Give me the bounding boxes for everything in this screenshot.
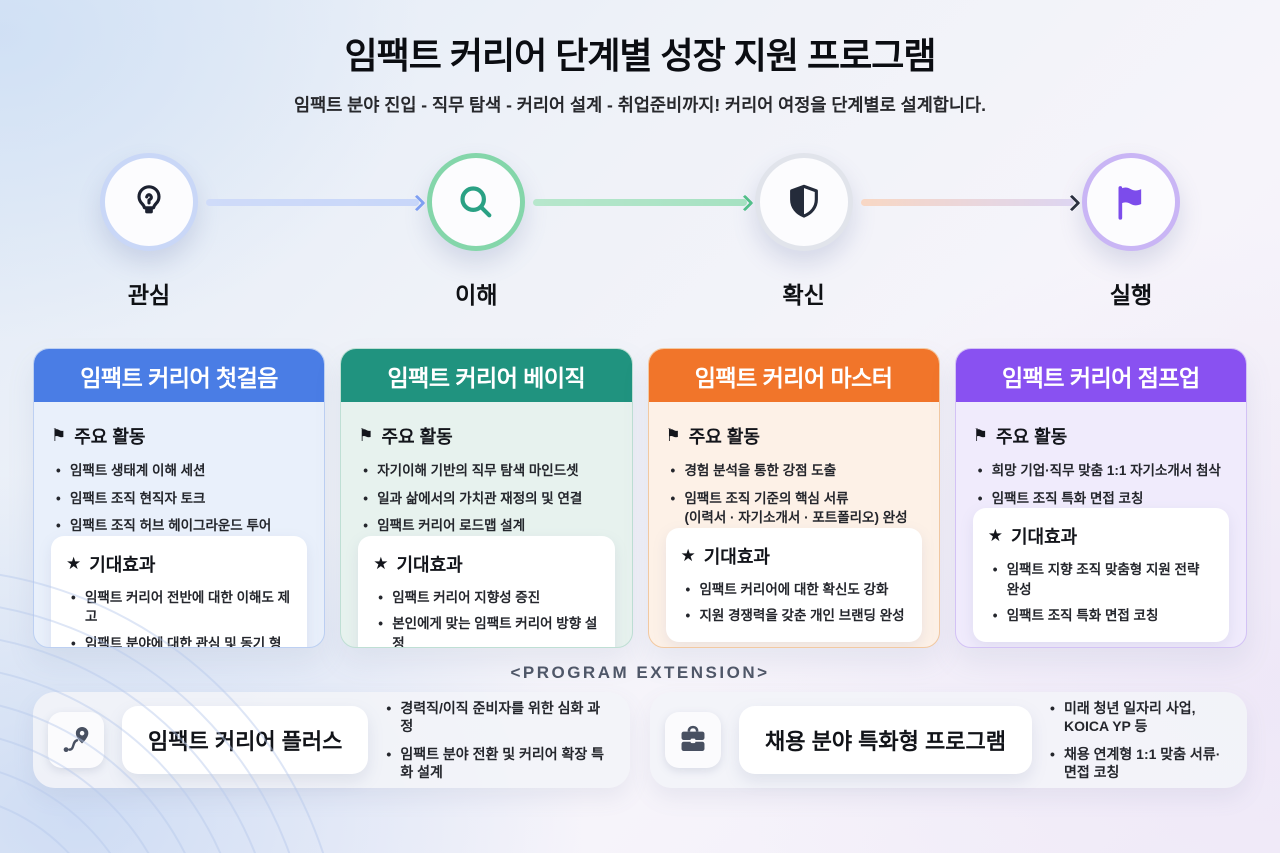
activities-title: ⚑ 주요 활동	[665, 426, 761, 447]
list-item: 임팩트 지향 조직 맞춤형 지원 전략 완성	[988, 560, 1214, 599]
extension-heading: <PROGRAM EXTENSION>	[510, 663, 770, 682]
list-item: 임팩트 커리어에 대한 확신도 강화	[681, 580, 907, 600]
connector-arrow-2	[533, 194, 754, 211]
activities-list: 경험 분석을 통한 강점 도출 임팩트 조직 기준의 핵심 서류 (이력서 · …	[666, 461, 922, 528]
star-icon: ★	[680, 545, 696, 565]
flag-icon: ⚑	[358, 426, 374, 445]
card-first-step-title: 임팩트 커리어 첫걸음	[34, 349, 325, 402]
list-item: 임팩트 생태계 이해 세션	[51, 461, 307, 481]
list-item: 본인에게 맞는 임팩트 커리어 방향 설정	[373, 614, 599, 647]
step-interest: 관심	[100, 153, 198, 310]
magnifier-icon	[455, 181, 497, 223]
list-item: 임팩트 커리어 지향성 증진	[373, 588, 599, 608]
program-cards: 임팩트 커리어 첫걸음 ⚑ 주요 활동 임팩트 생태계 이해 세션 임팩트 조직…	[33, 348, 1247, 648]
step-understanding-circle	[427, 153, 526, 251]
lightbulb-icon	[128, 181, 170, 223]
step-execution-circle	[1081, 153, 1180, 251]
flag-icon: ⚑	[665, 426, 681, 445]
flag-icon	[1111, 182, 1151, 222]
extension-career-plus-bullets: 경력직/이직 준비자를 위한 심화 과정 임팩트 분야 전환 및 커리어 확장 …	[386, 699, 612, 781]
activities-title: ⚑ 주요 활동	[51, 426, 146, 447]
list-item: 임팩트 커리어 로드맵 설계	[358, 516, 614, 536]
shield-icon	[784, 182, 824, 222]
step-confidence-label: 확신	[782, 282, 825, 308]
list-item: 임팩트 조직 현직자 토크	[51, 489, 307, 509]
list-item: 임팩트 조직 특화 면접 코칭	[988, 606, 1214, 626]
arrow-right-icon	[1063, 194, 1081, 211]
list-item: 미래 청년 일자리 사업, KOICA YP 등	[1050, 699, 1229, 735]
activities-list: 희망 기업·직무 맞춤 1:1 자기소개서 첨삭 임팩트 조직 특화 면접 코칭	[973, 461, 1229, 508]
activities-title: ⚑ 주요 활동	[358, 426, 453, 447]
header: 임팩트 커리어 단계별 성장 지원 프로그램 임팩트 분야 진입 - 직무 탐색…	[0, 0, 1280, 117]
journey-steps: 관심 이해	[100, 153, 1180, 310]
activities-title: ⚑ 주요 활동	[972, 426, 1068, 447]
extension-recruitment-bullets: 미래 청년 일자리 사업, KOICA YP 등 채용 연계형 1:1 맞춤 서…	[1050, 699, 1229, 781]
flag-icon: ⚑	[51, 426, 67, 445]
step-interest-label: 관심	[127, 282, 171, 308]
list-item: 경력직/이직 준비자를 위한 심화 과정	[386, 699, 612, 735]
list-item: 지원 경쟁력을 갖춘 개인 브랜딩 완성	[681, 606, 907, 626]
step-understanding: 이해	[427, 153, 526, 310]
card-jump-up: 임팩트 커리어 점프업 ⚑ 주요 활동 희망 기업·직무 맞춤 1:1 자기소개…	[954, 348, 1247, 648]
list-item: 임팩트 조직 기준의 핵심 서류 (이력서 · 자기소개서 · 포트폴리오) 완…	[666, 489, 922, 528]
step-understanding-label: 이해	[455, 282, 498, 308]
list-item: 임팩트 분야 전환 및 커리어 확장 특화 설계	[386, 745, 612, 781]
effects-title: ★ 기대효과	[373, 553, 463, 575]
extension-career-plus-title: 임팩트 커리어 플러스	[122, 706, 369, 774]
effects-box: ★ 기대효과 임팩트 커리어 지향성 증진 본인에게 맞는 임팩트 커리어 방향…	[358, 535, 615, 647]
star-icon: ★	[66, 553, 82, 573]
list-item: 임팩트 커리어 전반에 대한 이해도 제고	[66, 588, 292, 627]
effects-list: 임팩트 커리어 지향성 증진 본인에게 맞는 임팩트 커리어 방향 설정	[373, 588, 599, 647]
step-execution: 실행	[1081, 153, 1180, 310]
page-title: 임팩트 커리어 단계별 성장 지원 프로그램	[344, 35, 936, 76]
arrow-right-icon	[736, 194, 754, 211]
list-item: 일과 삶에서의 가치관 재정의 및 연결	[358, 489, 614, 509]
briefcase-icon	[665, 712, 721, 768]
card-first-step: 임팩트 커리어 첫걸음 ⚑ 주요 활동 임팩트 생태계 이해 세션 임팩트 조직…	[33, 348, 326, 648]
flag-icon: ⚑	[972, 426, 988, 445]
list-item: 희망 기업·직무 맞춤 1:1 자기소개서 첨삭	[973, 461, 1229, 481]
activities-list: 자기이해 기반의 직무 탐색 마인드셋 일과 삶에서의 가치관 재정의 및 연결…	[358, 461, 614, 536]
effects-box: ★ 기대효과 임팩트 커리어에 대한 확신도 강화 지원 경쟁력을 갖춘 개인 …	[665, 527, 922, 642]
card-basic: 임팩트 커리어 베이직 ⚑ 주요 활동 자기이해 기반의 직무 탐색 마인드셋 …	[340, 348, 633, 648]
list-item: 채용 연계형 1:1 맞춤 서류·면접 코칭	[1050, 745, 1229, 781]
step-confidence-circle	[754, 153, 853, 251]
extension-programs: 임팩트 커리어 플러스 경력직/이직 준비자를 위한 심화 과정 임팩트 분야 …	[33, 692, 1247, 788]
effects-list: 임팩트 커리어에 대한 확신도 강화 지원 경쟁력을 갖춘 개인 브랜딩 완성	[681, 580, 907, 626]
step-execution-label: 실행	[1109, 282, 1153, 308]
extension-recruitment-title: 채용 분야 특화형 프로그램	[739, 706, 1032, 774]
connector-arrow-1	[206, 194, 426, 211]
list-item: 경험 분석을 통한 강점 도출	[666, 461, 922, 481]
effects-title: ★ 기대효과	[680, 545, 771, 567]
arrow-right-icon	[408, 194, 426, 211]
list-item: 임팩트 조직 특화 면접 코칭	[973, 489, 1229, 509]
step-interest-circle	[100, 153, 198, 251]
list-item: 임팩트 조직 허브 헤이그라운드 투어	[51, 516, 307, 536]
list-item: 자기이해 기반의 직무 탐색 마인드셋	[358, 461, 614, 481]
star-icon: ★	[373, 553, 389, 573]
effects-list: 임팩트 커리어 전반에 대한 이해도 제고 임팩트 분야에 대한 관심 및 동기…	[66, 588, 292, 647]
card-master-title: 임팩트 커리어 마스터	[648, 349, 939, 402]
step-confidence: 확신	[754, 153, 853, 310]
effects-title: ★ 기대효과	[66, 553, 156, 575]
list-item: 임팩트 분야에 대한 관심 및 동기 형성	[66, 634, 292, 647]
page-subtitle: 임팩트 분야 진입 - 직무 탐색 - 커리어 설계 - 취업준비까지! 커리어…	[294, 95, 986, 115]
activities-list: 임팩트 생태계 이해 세션 임팩트 조직 현직자 토크 임팩트 조직 허브 헤이…	[51, 461, 307, 536]
connector-arrow-3	[860, 194, 1081, 211]
card-basic-title: 임팩트 커리어 베이직	[341, 349, 632, 402]
effects-box: ★ 기대효과 임팩트 커리어 전반에 대한 이해도 제고 임팩트 분야에 대한 …	[51, 535, 308, 647]
effects-title: ★ 기대효과	[987, 526, 1078, 548]
route-icon	[48, 712, 104, 768]
effects-list: 임팩트 지향 조직 맞춤형 지원 전략 완성 임팩트 조직 특화 면접 코칭	[988, 560, 1214, 626]
extension-career-plus: 임팩트 커리어 플러스 경력직/이직 준비자를 위한 심화 과정 임팩트 분야 …	[33, 692, 630, 788]
effects-box: ★ 기대효과 임팩트 지향 조직 맞춤형 지원 전략 완성 임팩트 조직 특화 …	[972, 508, 1229, 642]
extension-recruitment-program: 채용 분야 특화형 프로그램 미래 청년 일자리 사업, KOICA YP 등 …	[650, 692, 1247, 788]
card-jump-up-title: 임팩트 커리어 점프업	[955, 349, 1246, 402]
card-master: 임팩트 커리어 마스터 ⚑ 주요 활동 경험 분석을 통한 강점 도출 임팩트 …	[647, 348, 940, 648]
star-icon: ★	[987, 526, 1003, 546]
